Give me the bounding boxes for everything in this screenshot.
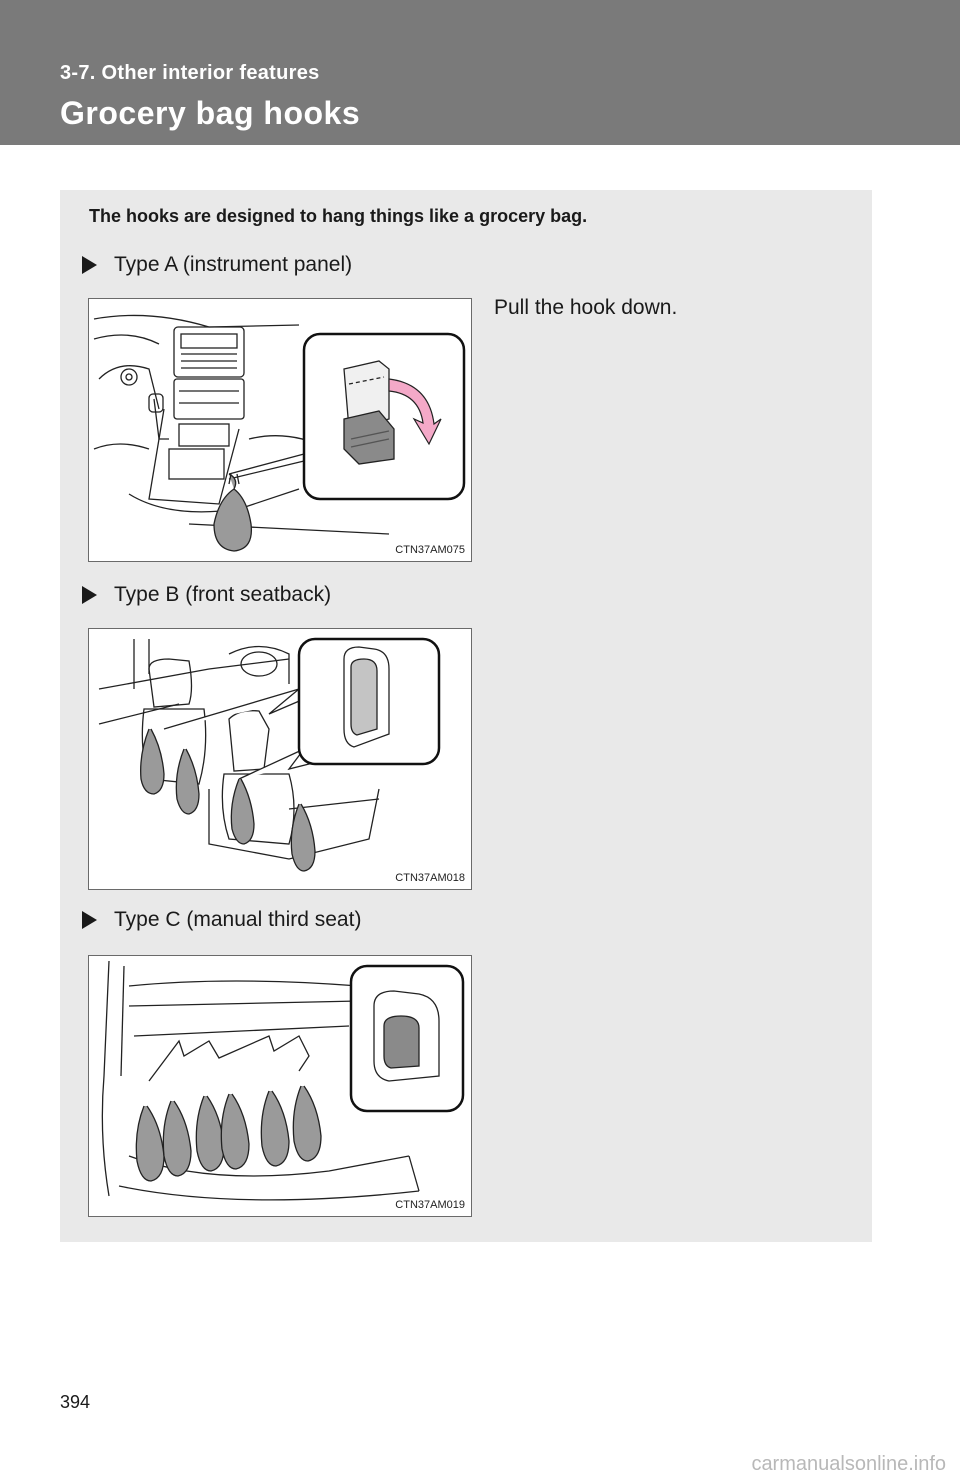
instrument-panel-illustration [93, 314, 466, 552]
type-a-figure: CTN37AM075 [88, 298, 472, 562]
type-b-figure: CTN37AM018 [88, 628, 472, 890]
type-c-label: Type C (manual third seat) [114, 908, 362, 931]
type-c-figure: CTN37AM019 [88, 955, 472, 1217]
type-b-heading: Type B (front seatback) [82, 583, 331, 607]
type-a-figure-code: CTN37AM075 [395, 544, 465, 556]
type-a-label: Type A (instrument panel) [114, 253, 353, 276]
type-b-figure-code: CTN37AM018 [395, 872, 465, 884]
section-label: 3-7. Other interior features [60, 62, 320, 84]
bullet-arrow-icon [82, 911, 97, 929]
watermark: carmanualsonline.info [751, 1453, 946, 1475]
bullet-arrow-icon [82, 256, 97, 274]
third-seat-illustration [101, 960, 465, 1201]
type-b-label: Type B (front seatback) [114, 583, 332, 606]
bullet-arrow-icon [82, 586, 97, 604]
page-number: 394 [60, 1392, 91, 1412]
type-c-heading: Type C (manual third seat) [82, 908, 361, 932]
type-a-heading: Type A (instrument panel) [82, 253, 352, 277]
intro-text: The hooks are designed to hang things li… [89, 206, 588, 226]
page-title: Grocery bag hooks [60, 95, 361, 131]
type-c-figure-code: CTN37AM019 [395, 1199, 465, 1211]
front-seatback-illustration [98, 637, 441, 872]
type-a-description: Pull the hook down. [494, 296, 678, 319]
page-header: 3-7. Other interior features Grocery bag… [0, 0, 960, 145]
